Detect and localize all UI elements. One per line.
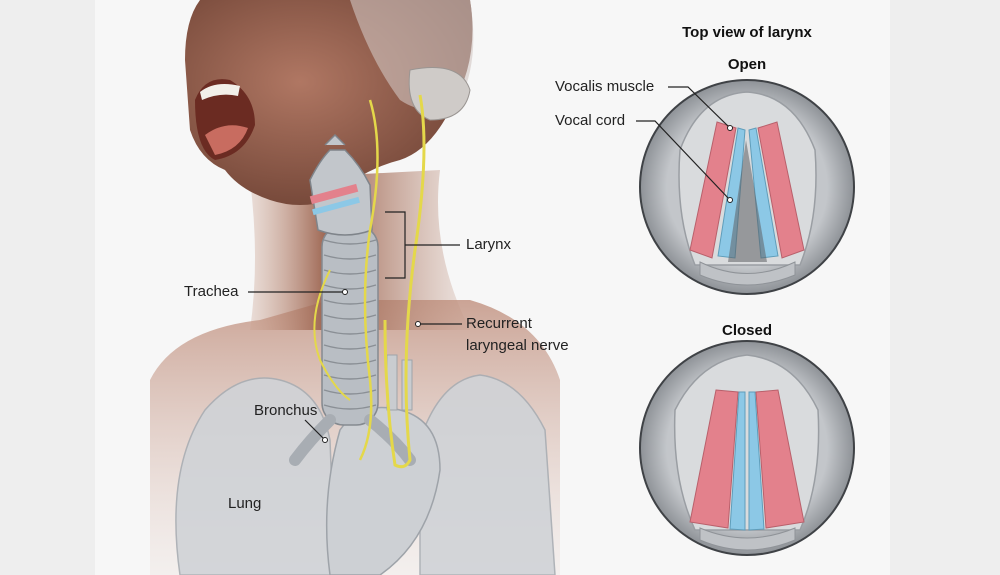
bronchus-label: Bronchus — [254, 402, 318, 419]
vocalis-muscle-label: Vocalis muscle — [555, 78, 655, 95]
trachea-shape — [321, 224, 379, 426]
vocalis-leader — [668, 86, 731, 129]
trachea-label: Trachea — [184, 283, 239, 300]
lung-right-shape — [419, 374, 556, 575]
nerve-left — [358, 99, 379, 461]
recurrent-nerve-label-line1: Recurrent — [466, 315, 532, 332]
larynx-shape — [309, 133, 373, 236]
tongue — [205, 125, 248, 155]
vocal-cord-label: Vocal cord — [555, 112, 626, 129]
closed-cord-right — [748, 391, 765, 531]
open-title: Open — [727, 56, 767, 73]
teeth — [200, 84, 240, 100]
nerve-right — [383, 94, 426, 469]
bronchus-leader — [304, 419, 326, 441]
closed-vocalis-right — [755, 389, 805, 529]
larynx-label: Larynx — [466, 236, 512, 253]
vocal-cord-leader — [636, 120, 731, 201]
closed-vocalis-left — [689, 389, 739, 529]
open-larynx-view — [639, 79, 855, 295]
brainstem — [408, 67, 471, 121]
closed-title: Closed — [721, 322, 772, 339]
closed-larynx-view — [639, 340, 855, 556]
recurrent-nerve-label-line2: laryngeal nerve — [466, 337, 569, 354]
larynx-bracket — [385, 211, 460, 279]
lung-label: Lung — [228, 495, 262, 512]
lung-left-shape — [175, 377, 336, 575]
open-vocalis-right — [757, 121, 805, 259]
top-view-title: Top view of larynx — [682, 24, 812, 41]
nerve-branch — [313, 269, 351, 401]
closed-cord-left — [729, 391, 746, 531]
